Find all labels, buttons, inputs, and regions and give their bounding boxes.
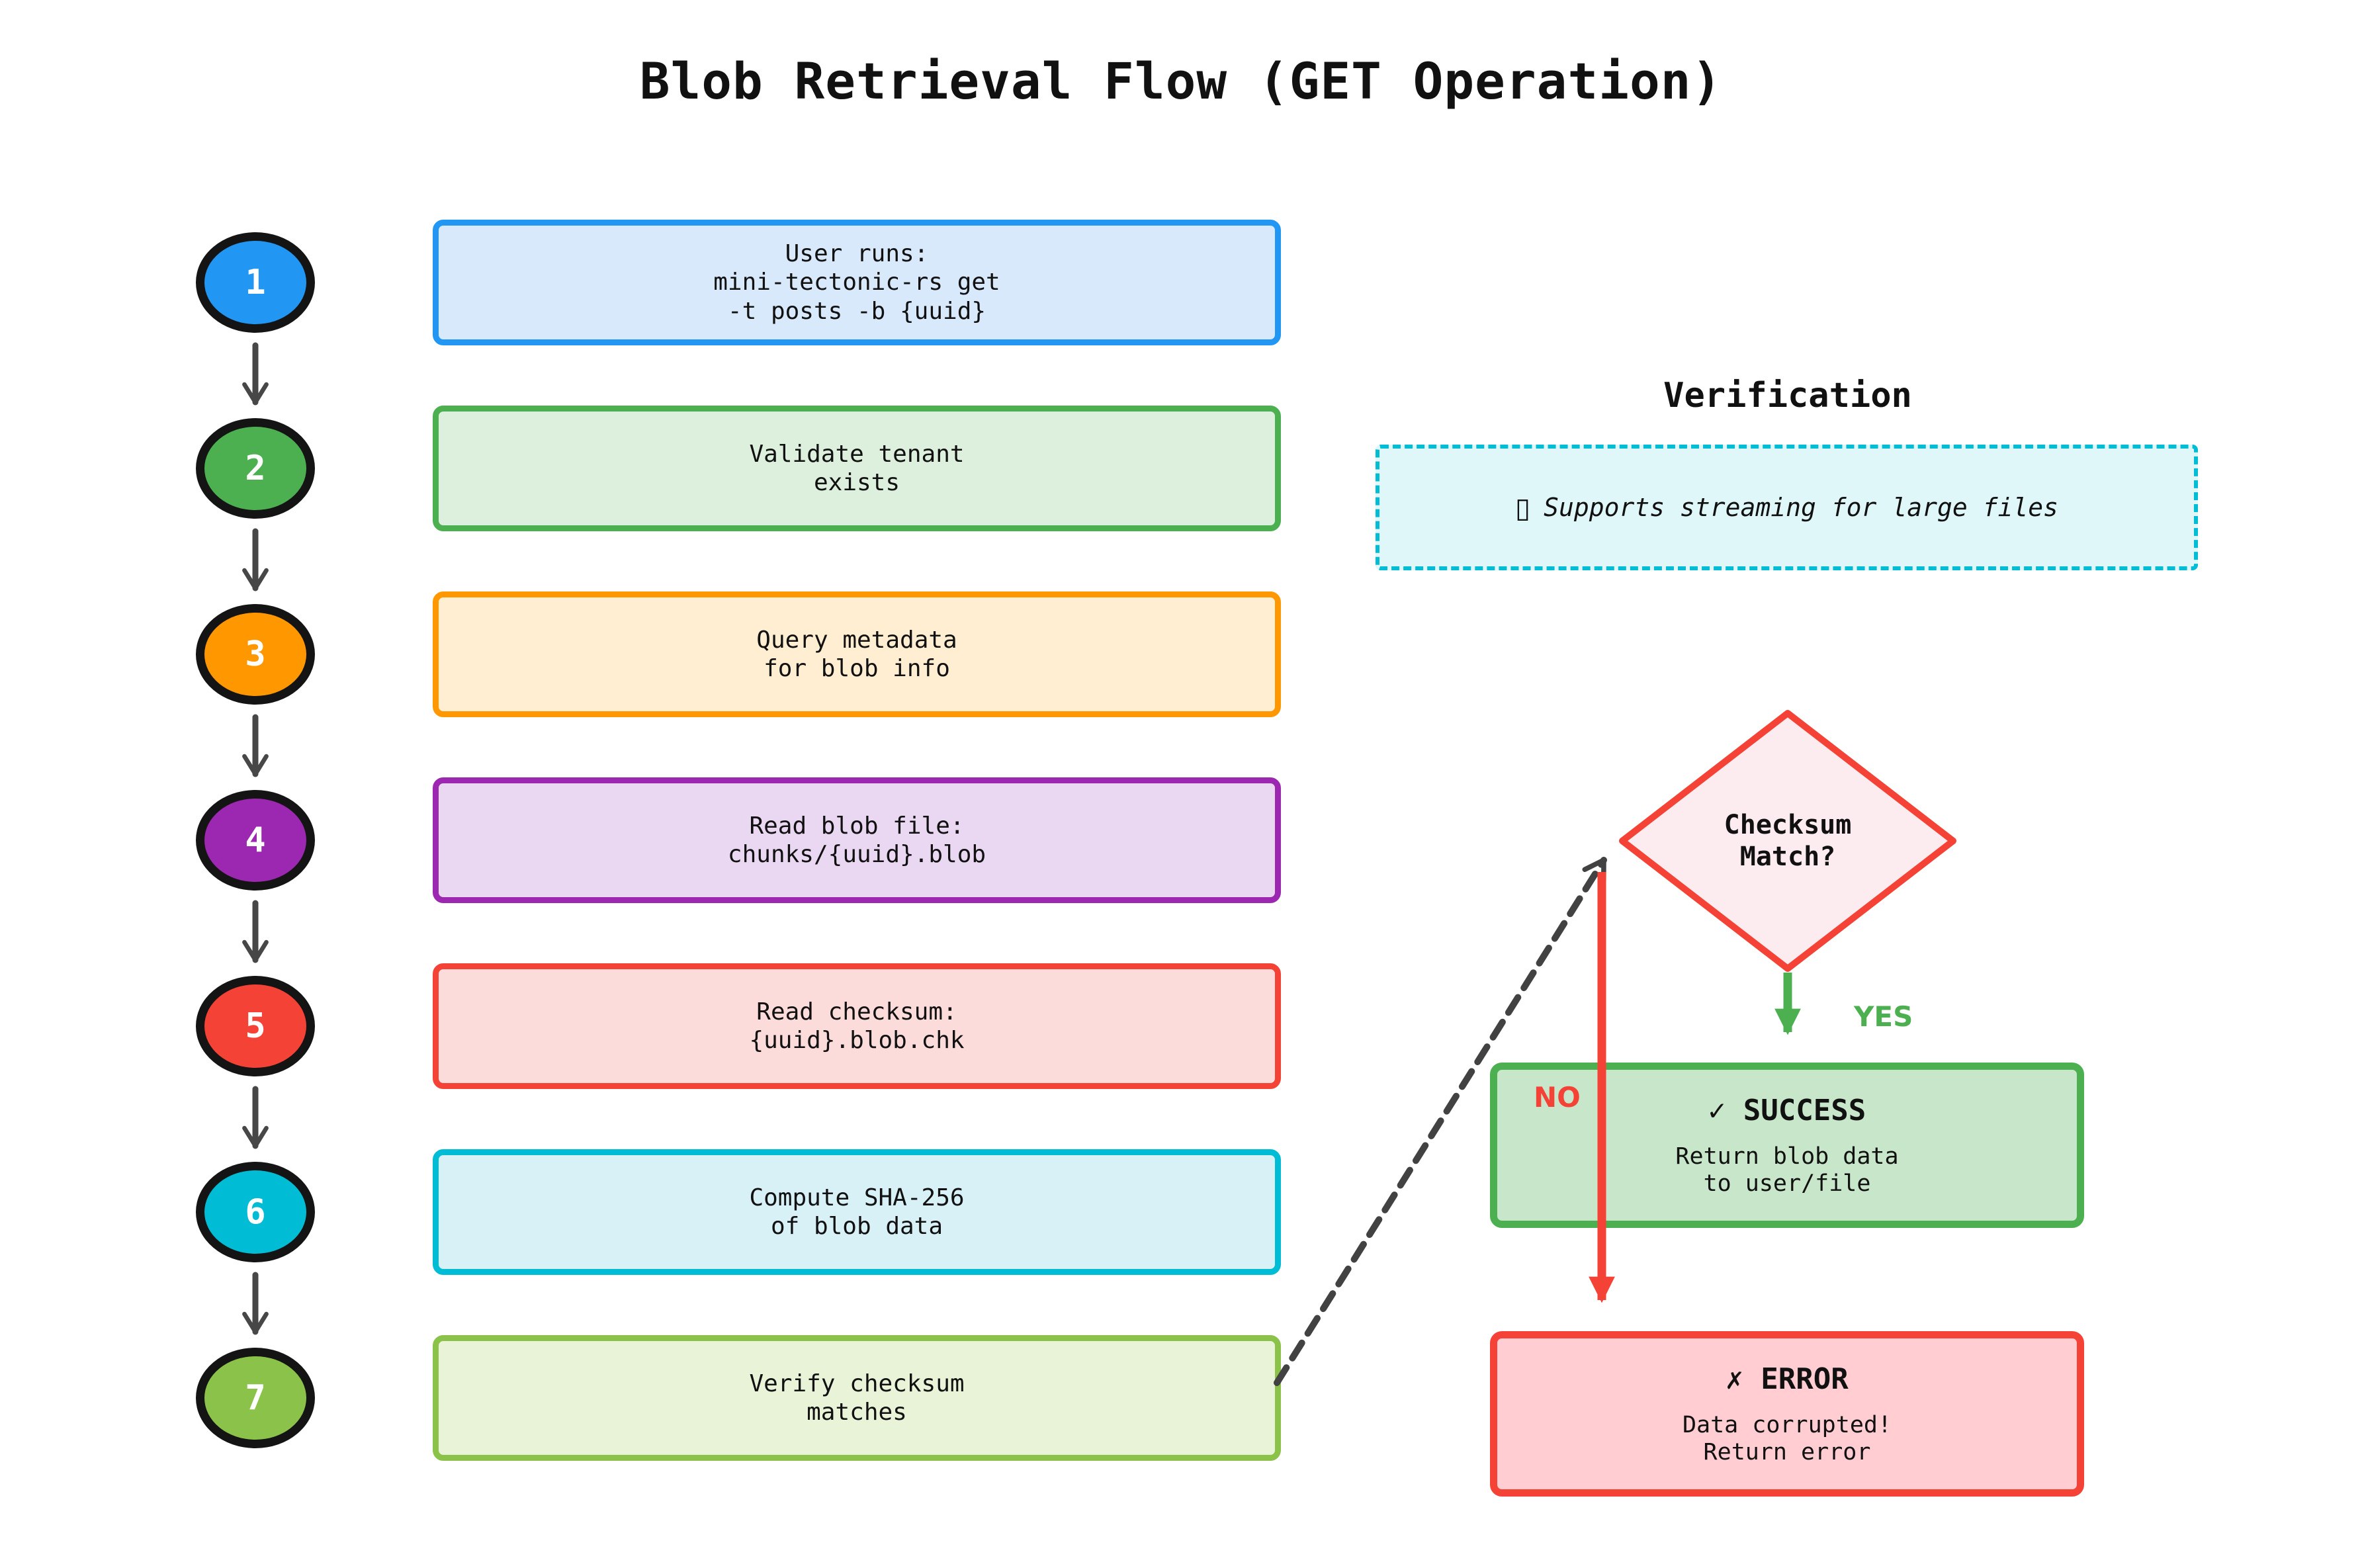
step-number-5: 5 <box>245 1006 266 1046</box>
step-box-read-blob-file: Read blob file: chunks/{uuid}.blob <box>433 777 1281 903</box>
step-box-query-metadata: Query metadata for blob info <box>433 591 1281 717</box>
step-number-7: 7 <box>245 1378 266 1418</box>
verification-heading: Verification <box>1663 376 1912 415</box>
step-box-validate-tenant: Validate tenant exists <box>433 406 1281 531</box>
step-box-read-checksum: Read checksum: {uuid}.blob.chk <box>433 963 1281 1089</box>
step-number-1: 1 <box>245 263 266 302</box>
verification-note-box: ▯ Supports streaming for large files <box>1376 445 2198 570</box>
success-body: Return blob data to user/file <box>1675 1143 1899 1197</box>
step-circle-7: 7 <box>196 1348 315 1448</box>
step-box-verify-checksum: Verify checksum matches <box>433 1335 1281 1461</box>
step-circle-5: 5 <box>196 976 315 1076</box>
step-label-2: Validate tenant exists <box>749 440 965 496</box>
step-circle-2: 2 <box>196 418 315 519</box>
yes-edge-label: YES <box>1854 1000 1913 1033</box>
step-circle-1: 1 <box>196 232 315 333</box>
step-box-compute-sha256: Compute SHA-256 of blob data <box>433 1149 1281 1275</box>
no-edge-label: NO <box>1534 1081 1581 1113</box>
page-title: Blob Retrieval Flow (GET Operation) <box>639 52 1723 110</box>
step-label-6: Compute SHA-256 of blob data <box>749 1184 965 1240</box>
success-title: ✓ SUCCESS <box>1708 1093 1866 1127</box>
step-label-1: User runs: mini-tectonic-rs get -t posts… <box>713 240 1000 325</box>
error-box: ✗ ERROR Data corrupted! Return error <box>1490 1331 2084 1497</box>
step-box-user-runs: User runs: mini-tectonic-rs get -t posts… <box>433 220 1281 345</box>
missing-glyph-icon: ▯ <box>1515 491 1531 524</box>
step-label-3: Query metadata for blob info <box>756 626 957 682</box>
step-label-5: Read checksum: {uuid}.blob.chk <box>749 998 965 1054</box>
error-body: Data corrupted! Return error <box>1682 1411 1892 1465</box>
step-number-3: 3 <box>245 634 266 674</box>
step-number-2: 2 <box>245 449 266 488</box>
step-label-4: Read blob file: chunks/{uuid}.blob <box>727 812 986 868</box>
error-title: ✗ ERROR <box>1726 1362 1849 1396</box>
step-number-4: 4 <box>245 820 266 860</box>
step-number-6: 6 <box>245 1192 266 1232</box>
step-label-7: Verify checksum matches <box>749 1370 965 1426</box>
step-circle-3: 3 <box>196 604 315 705</box>
decision-question: Checksum Match? <box>1724 810 1852 872</box>
step-circle-6: 6 <box>196 1162 315 1262</box>
step-circle-4: 4 <box>196 790 315 891</box>
verification-note-text: Supports streaming for large files <box>1544 493 2058 522</box>
